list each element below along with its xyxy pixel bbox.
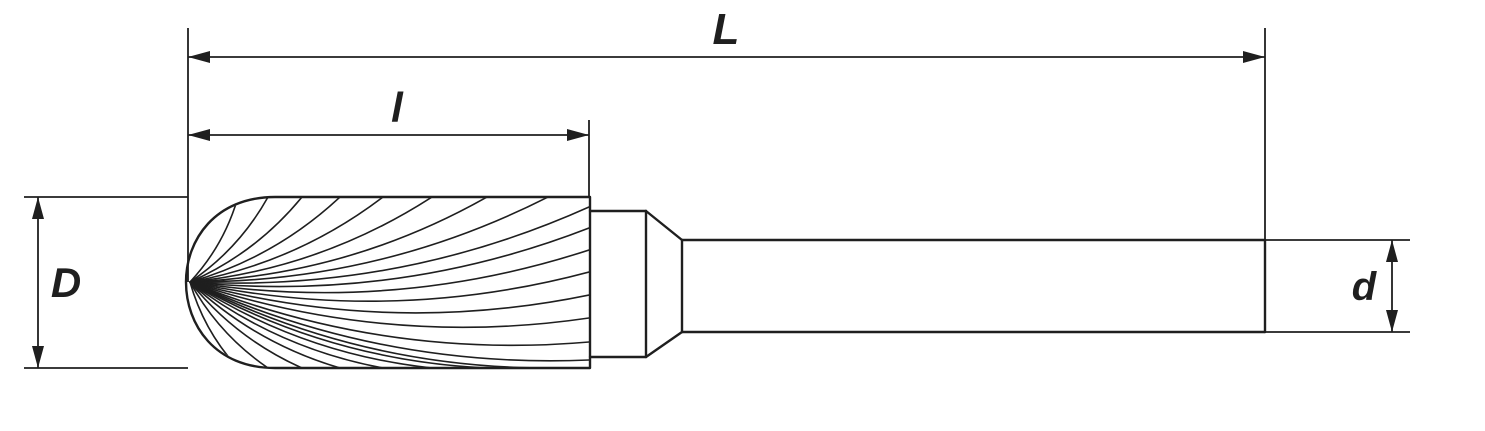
flute-line [189,198,433,283]
flute-line [189,281,488,367]
dimension-label-l: l [391,84,404,131]
flute-line [189,249,589,294]
dimension-label-d: d [1352,265,1378,309]
dimension-label-D: D [51,259,81,306]
dimension-label-L: L [713,5,740,54]
flute-line [189,281,269,367]
arrowhead-l-right [567,129,589,141]
burr-head-outline [184,195,592,370]
flute-line [189,281,589,329]
flute-line [189,227,589,288]
arrowhead-D-bottom [32,346,44,368]
flute-line [189,198,488,283]
taper-bottom-edge [644,330,684,359]
shank [680,238,1267,334]
flute-line [189,281,303,367]
burr-body [184,195,1267,370]
flute-line [189,281,549,367]
flute-line [189,281,433,367]
flute-line [189,198,549,283]
arrowhead-L-left [188,51,210,63]
flute-line [189,281,341,367]
dimension-shank-diameter: d [1352,240,1398,332]
arrowhead-l-left [188,129,210,141]
flute-line [189,198,303,283]
dimension-head-diameter: D [32,197,81,368]
flute-line [189,198,239,283]
flute-line [189,206,589,284]
arrowhead-D-top [32,197,44,219]
dimension-flute-length: l [188,84,589,141]
flute-line [189,281,384,367]
flute-lines [189,198,589,367]
flute-line [189,198,384,283]
flute-line [189,271,589,302]
collar [588,209,684,359]
arrowhead-d-top [1386,240,1398,262]
dimension-overall-length: L [188,5,1265,63]
flute-line [189,281,589,314]
flute-line [189,198,341,283]
flute-line [189,198,269,283]
taper-top-edge [644,209,684,242]
flute-line [189,281,589,347]
arrowhead-d-bottom [1386,310,1398,332]
arrowhead-L-right [1243,51,1265,63]
extension-lines [24,28,1410,369]
flute-line [189,281,589,362]
